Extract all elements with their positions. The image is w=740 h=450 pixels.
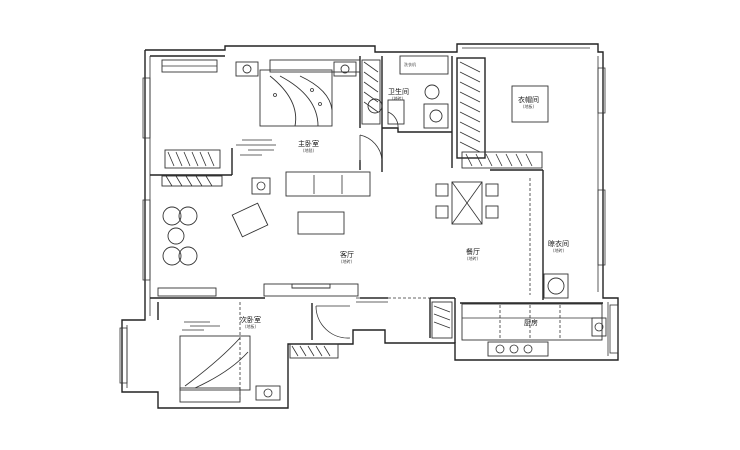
room-name-master-bedroom: 主卧室 — [298, 139, 319, 148]
doors — [315, 111, 399, 339]
room-name-walk-in-closet: 衣帽间 — [518, 95, 539, 104]
room-note-laundry: (地砖) — [553, 247, 565, 253]
closet-fixtures — [459, 61, 549, 169]
room-name-kitchen: 厨房 — [524, 318, 538, 327]
room-name-living-room: 客厅 — [340, 250, 354, 259]
living-room-furniture — [157, 171, 371, 297]
room-name-laundry: 晾衣间 — [548, 239, 569, 248]
kitchen-fixtures — [461, 303, 607, 357]
room-name-bathroom: 卫生间 — [388, 87, 409, 96]
second-bedroom-furniture — [179, 321, 339, 403]
room-note-dining-room: (地砖) — [467, 255, 479, 261]
laundry-fixtures — [543, 273, 569, 299]
dining-furniture — [429, 181, 499, 339]
room-labels: 主卧室 (地毯) 卫生间 (地砖) 衣帽间 (地板) 客厅 (地砖) 餐厅 (地… — [240, 61, 569, 329]
room-note-bathroom: (地砖) — [392, 95, 404, 101]
interior-walls — [150, 56, 603, 400]
room-note-second-bedroom: (地板) — [245, 323, 257, 329]
room-name-dining-room: 餐厅 — [466, 247, 480, 256]
windows — [119, 67, 619, 384]
room-note-walk-in-closet: (地板) — [523, 103, 535, 109]
room-note-living-room: (地砖) — [341, 258, 353, 264]
room-note-master-bedroom: (地毯) — [303, 147, 315, 153]
master-bedroom-furniture — [161, 59, 381, 169]
bathroom-fixtures — [367, 55, 449, 129]
room-name-second-bedroom: 次卧室 — [240, 315, 261, 324]
washer-label: 洗衣机 — [404, 61, 416, 67]
